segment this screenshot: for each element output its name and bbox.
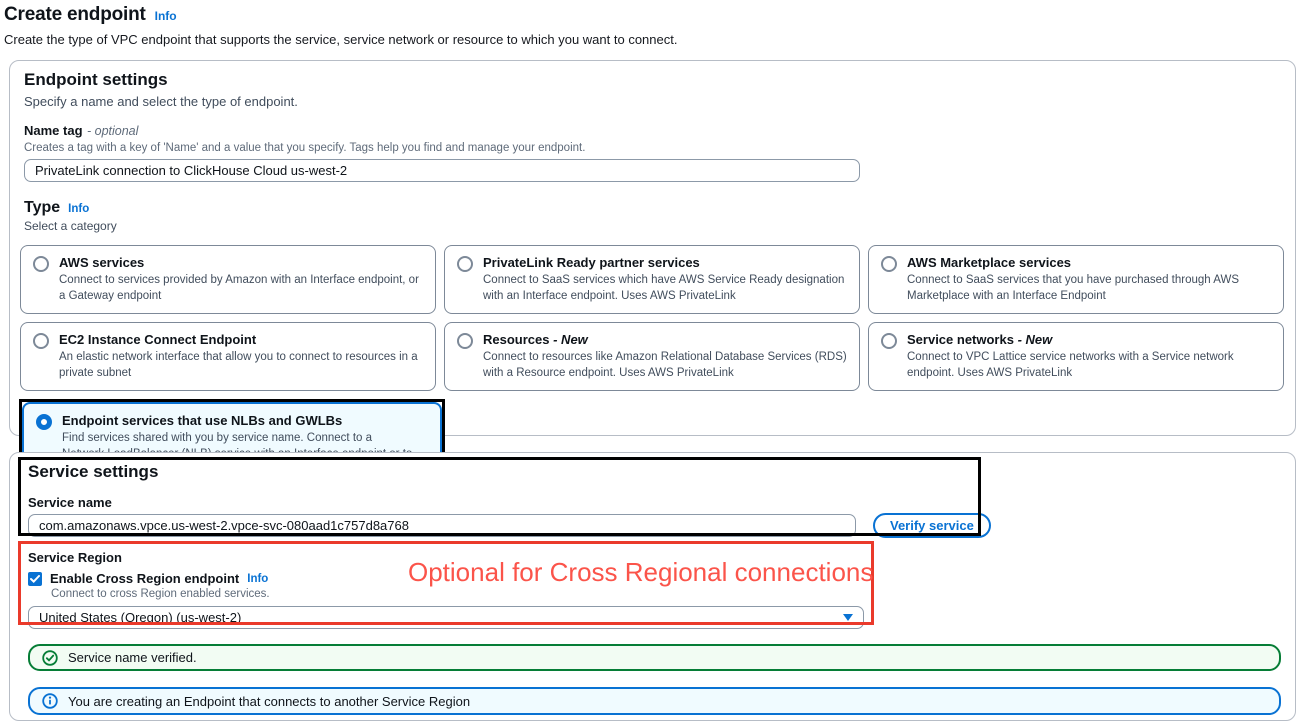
check-icon [30,574,40,583]
service-region-select[interactable]: United States (Oregon) (us-west-2) [28,606,864,629]
service-verified-alert: Service name verified. [28,644,1281,671]
cross-region-info-alert: You are creating an Endpoint that connec… [28,687,1281,715]
type-subtitle: Select a category [24,219,117,233]
radio-icon[interactable] [457,256,473,272]
tile-new-badge: - New [1017,331,1053,347]
radio-icon[interactable] [33,256,49,272]
chevron-down-icon [843,614,853,621]
tile-resources[interactable]: Resources - New Connect to resources lik… [444,321,860,391]
page-header: Create endpoint Info Create the type of … [0,0,1304,47]
name-tag-label: Name tag [24,123,83,138]
enable-cross-region-label: Enable Cross Region endpoint [50,571,240,586]
tile-description: Connect to services provided by Amazon w… [59,274,419,303]
service-verified-text: Service name verified. [68,650,197,665]
tile-description: Connect to VPC Lattice service networks … [907,351,1234,380]
radio-icon[interactable] [881,256,897,272]
name-tag-input[interactable] [24,159,860,182]
type-options: AWS services Connect to services provide… [19,245,1284,508]
tile-title: AWS services [59,255,145,270]
radio-icon[interactable] [457,332,473,349]
tile-description: Connect to SaaS services which have AWS … [483,274,845,303]
service-name-input[interactable] [28,514,856,537]
page-title: Create endpoint [4,4,146,25]
cross-region-info-text: You are creating an Endpoint that connec… [68,693,471,709]
radio-checked-icon[interactable] [36,413,52,430]
name-tag-help: Creates a tag with a key of 'Name' and a… [24,142,586,154]
service-region-label: Service Region [28,550,122,565]
tile-title: AWS Marketplace services [907,255,1072,270]
tile-title: Resources [483,331,550,347]
radio-icon[interactable] [881,332,897,349]
page-description: Create the type of VPC endpoint that sup… [4,32,678,47]
cross-region-help: Connect to cross Region enabled services… [51,588,270,600]
success-check-icon [42,649,58,666]
tile-ec2-instance-connect[interactable]: EC2 Instance Connect Endpoint An elastic… [20,321,436,391]
verify-service-button[interactable]: Verify service [873,513,991,538]
tile-aws-marketplace-services[interactable]: AWS Marketplace services Connect to SaaS… [868,245,1284,314]
service-name-label: Service name [28,495,112,510]
tile-title: PrivateLink Ready partner services [483,255,700,270]
tile-title: Endpoint services that use NLBs and GWLB… [62,412,343,428]
info-icon [42,693,58,709]
tile-title: Service networks [907,331,1014,347]
endpoint-settings-subtitle: Specify a name and select the type of en… [24,94,298,109]
endpoint-settings-card: Endpoint settings Specify a name and sel… [9,60,1296,508]
endpoint-settings-title: Endpoint settings [24,70,168,89]
service-region-selected-value: United States (Oregon) (us-west-2) [39,610,242,625]
tile-title: EC2 Instance Connect Endpoint [59,331,257,347]
name-tag-optional-label: - optional [86,124,139,138]
page-info-link[interactable]: Info [154,9,177,23]
enable-cross-region-checkbox[interactable] [28,571,42,586]
type-label: Type [24,199,61,216]
radio-icon[interactable] [33,332,49,349]
tile-description: Connect to resources like Amazon Relatio… [483,351,847,380]
type-info-link[interactable]: Info [68,203,90,215]
tile-aws-services[interactable]: AWS services Connect to services provide… [20,245,436,314]
tile-description: Connect to SaaS services that you have p… [907,274,1239,303]
tile-privatelink-partner-services[interactable]: PrivateLink Ready partner services Conne… [444,245,860,314]
service-settings-card: Service settings Service name Verify ser… [9,452,1296,721]
tile-new-badge: - New [553,331,588,347]
cross-region-info-link[interactable]: Info [247,572,269,585]
tile-description: An elastic network interface that allow … [59,351,418,380]
tile-service-networks[interactable]: Service networks - New Connect to VPC La… [868,321,1284,391]
service-settings-title: Service settings [28,462,159,481]
